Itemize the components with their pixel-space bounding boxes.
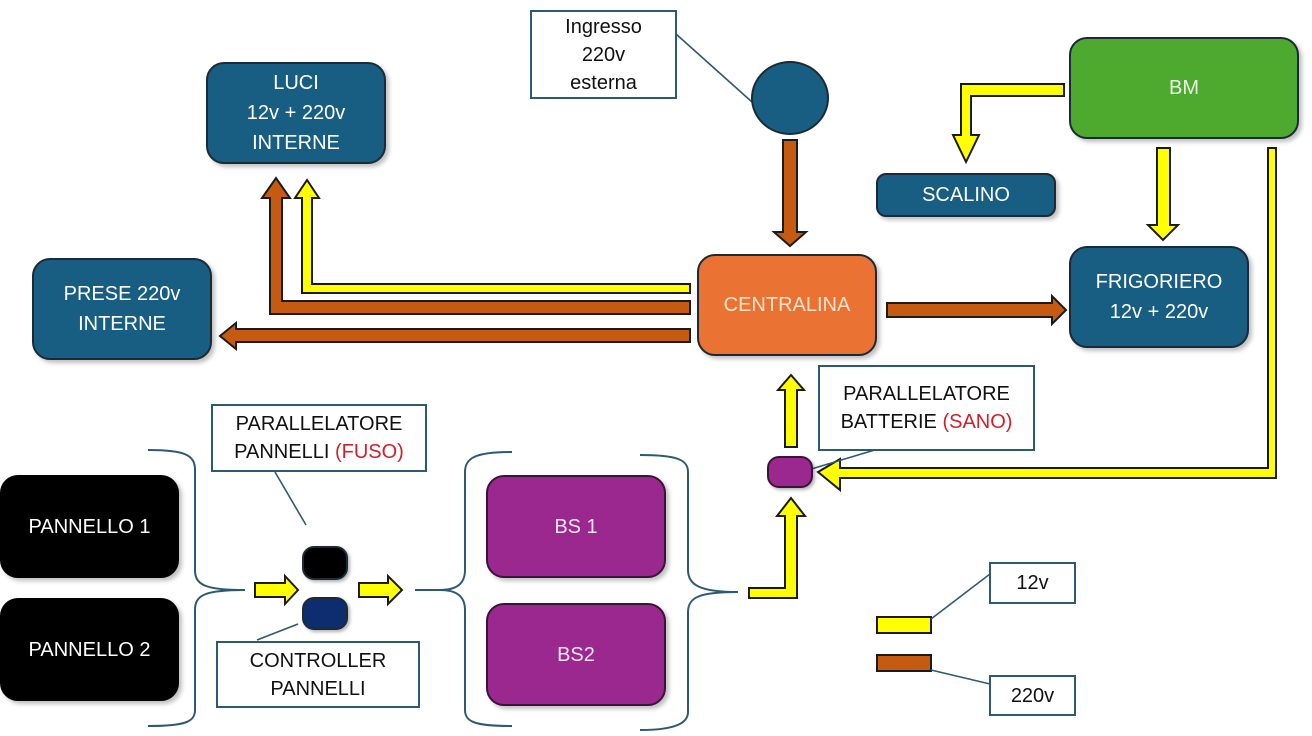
node-bm[interactable]: BM xyxy=(1069,37,1299,139)
parallelatore-batterie-component[interactable] xyxy=(767,456,813,488)
wire-bs-to-parallelatore xyxy=(748,496,808,599)
legend-label-220v: 220v xyxy=(989,675,1076,716)
legend-swatch-12v xyxy=(876,616,932,634)
callout-ingresso-line2: 220v xyxy=(581,43,626,66)
node-bs-1[interactable]: BS 1 xyxy=(486,475,666,578)
controller-pannelli-component[interactable] xyxy=(302,597,348,630)
callout-pb-prefix: BATTERIE xyxy=(840,411,943,433)
node-scalino[interactable]: SCALINO xyxy=(876,173,1056,217)
wire-centralina-to-frigoriero xyxy=(886,293,1068,327)
leader-parallelatore-batterie xyxy=(807,448,879,471)
wire-bm-to-frigoriero xyxy=(1145,147,1181,242)
brace-pannelli xyxy=(147,449,246,727)
ingresso-220v-connector[interactable] xyxy=(751,61,829,135)
parallelatore-pannelli-component[interactable] xyxy=(302,546,348,580)
callout-pp-prefix: PANNELLI xyxy=(234,441,335,463)
leader-controller-pannelli xyxy=(256,623,299,641)
node-frigoriero[interactable]: FRIGORIERO 12v + 220v xyxy=(1069,246,1249,348)
callout-pp-line1: PARALLELATORE xyxy=(235,413,403,435)
leader-legend-12v xyxy=(930,573,991,620)
wire-centralina-to-prese xyxy=(218,320,691,352)
leader-ingresso xyxy=(675,33,753,103)
callout-parallelatore-batterie: PARALLELATORE BATTERIE (SANO) xyxy=(818,365,1035,451)
wire-bm-to-scalino xyxy=(951,83,1065,165)
wire-bm-to-parallelatore-batterie xyxy=(816,147,1277,493)
status-sano: (SANO) xyxy=(942,411,1013,433)
node-pannello-2[interactable]: PANNELLO 2 xyxy=(0,598,179,701)
callout-pb-line1: PARALLELATORE xyxy=(843,383,1010,405)
callout-ingresso-line1: Ingresso xyxy=(565,15,642,38)
callout-cp-line1: CONTROLLER xyxy=(249,649,387,672)
callout-cp-line2: PANNELLI xyxy=(270,677,366,700)
node-pannello-1[interactable]: PANNELLO 1 xyxy=(0,475,179,578)
node-centralina[interactable]: CENTRALINA xyxy=(697,254,877,356)
wire-centralina-to-luci-220v xyxy=(260,176,691,315)
status-fuso: (FUSO) xyxy=(334,441,404,463)
legend-label-12v: 12v xyxy=(989,562,1076,604)
callout-ingresso-line3: esterna xyxy=(570,71,637,94)
node-bs-2[interactable]: BS2 xyxy=(486,603,666,706)
callout-controller-pannelli: CONTROLLER PANNELLI xyxy=(216,641,420,708)
callout-pb-line2: BATTERIE (SANO) xyxy=(841,408,1013,436)
node-luci[interactable]: LUCI 12v + 220v INTERNE xyxy=(206,62,386,164)
callout-parallelatore-pannelli: PARALLELATORE PANNELLI (FUSO) xyxy=(211,404,427,472)
wire-centralina-to-luci-12v xyxy=(293,178,691,294)
node-prese[interactable]: PRESE 220v INTERNE xyxy=(32,258,212,360)
wire-pannelli-to-controller xyxy=(254,573,300,607)
wire-ingresso-to-centralina xyxy=(771,139,809,248)
leader-legend-220v xyxy=(930,669,991,685)
wire-controller-to-bs xyxy=(358,573,404,607)
leader-parallelatore-pannelli xyxy=(274,471,307,526)
brace-bs-right xyxy=(639,454,739,731)
wire-parallelatore-to-centralina xyxy=(775,373,807,448)
callout-ingresso: Ingresso 220v esterna xyxy=(530,10,677,99)
callout-pp-line2: PANNELLI (FUSO) xyxy=(234,438,404,466)
legend-swatch-220v xyxy=(876,654,932,672)
